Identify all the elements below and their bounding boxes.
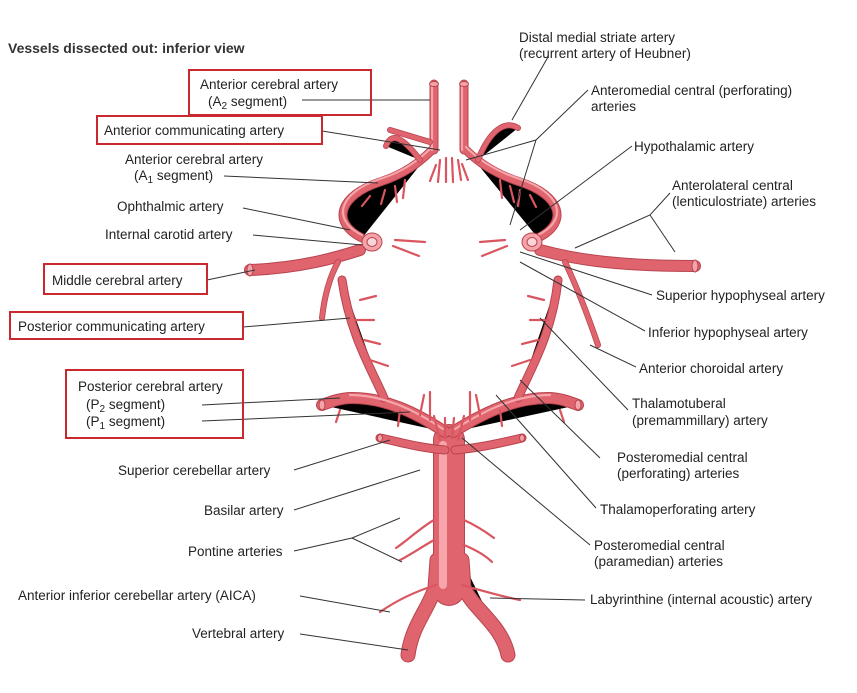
label-ophthalmic: Ophthalmic artery — [117, 199, 224, 214]
label-anterior-choroidal: Anterior choroidal artery — [639, 361, 783, 376]
page-title: Vessels dissected out: inferior view — [8, 40, 245, 56]
label-basilar: Basilar artery — [204, 503, 284, 518]
label-posterior-communicating: Posterior communicating artery — [18, 319, 205, 334]
highlight-box-anterior-communicating — [96, 115, 323, 145]
label-internal-carotid: Internal carotid artery — [105, 227, 233, 242]
label-posteromedial-perforating-line2: (perforating) arteries — [617, 466, 740, 481]
label-pca-p2: (P2 segment) — [86, 397, 165, 415]
labels-left: Anterior cerebral artery (A2 segment) An… — [18, 77, 338, 641]
label-anteromedial-line1: Anteromedial central (perforating) — [591, 83, 792, 98]
label-pontine: Pontine arteries — [188, 544, 283, 559]
label-heubner-line1: Distal medial striate artery — [519, 30, 675, 45]
leader-lines — [201, 56, 676, 651]
highlight-box-posterior-communicating — [9, 311, 244, 340]
label-superior-cerebellar: Superior cerebellar artery — [118, 463, 271, 478]
label-aca-a1-line2: (A1 segment) — [134, 168, 213, 186]
label-posteromedial-paramedian-line2: (paramedian) arteries — [594, 554, 723, 569]
posterior-cerebral-artery-left — [322, 398, 445, 432]
label-thalamoperforating: Thalamoperforating artery — [600, 502, 756, 517]
highlight-box-middle-cerebral — [43, 263, 208, 295]
label-inferior-hypophyseal: Inferior hypophyseal artery — [648, 325, 808, 340]
label-thalamotuberal-line2: (premammillary) artery — [632, 413, 768, 428]
vessel-illustration — [244, 79, 701, 663]
label-aca-a2-line2: (A2 segment) — [208, 94, 287, 112]
label-superior-hypophyseal: Superior hypophyseal artery — [656, 288, 825, 303]
recurrent-artery-heubner-left — [386, 138, 420, 160]
label-vertebral: Vertebral artery — [192, 626, 285, 641]
label-heubner-line2: (recurrent artery of Heubner) — [519, 46, 691, 61]
label-aica: Anterior inferior cerebellar artery (AIC… — [18, 588, 256, 603]
label-labyrinthine: Labyrinthine (internal acoustic) artery — [590, 592, 812, 607]
label-middle-cerebral: Middle cerebral artery — [52, 273, 183, 288]
label-posteromedial-perforating-line1: Posteromedial central — [617, 450, 748, 465]
label-aca-a2-line1: Anterior cerebral artery — [200, 77, 338, 92]
labels-right: Distal medial striate artery (recurrent … — [519, 30, 825, 607]
recurrent-artery-heubner-right — [478, 125, 518, 160]
label-pca-p1: (P1 segment) — [86, 414, 165, 432]
label-anteromedial-line2: arteries — [591, 99, 636, 114]
highlight-boxes — [9, 69, 372, 439]
label-anterolateral-line1: Anterolateral central — [672, 178, 793, 193]
label-aca-a1-line1: Anterior cerebral artery — [125, 152, 263, 167]
highlight-box-posterior-cerebral — [65, 369, 244, 439]
label-hypothalamic: Hypothalamic artery — [634, 139, 754, 154]
label-pca-line1: Posterior cerebral artery — [78, 379, 223, 394]
label-anterior-communicating: Anterior communicating artery — [104, 123, 284, 138]
label-posteromedial-paramedian-line1: Posteromedial central — [594, 538, 725, 553]
label-anterolateral-line2: (lenticulostriate) arteries — [672, 194, 816, 209]
label-thalamotuberal-line1: Thalamotuberal — [632, 396, 726, 411]
